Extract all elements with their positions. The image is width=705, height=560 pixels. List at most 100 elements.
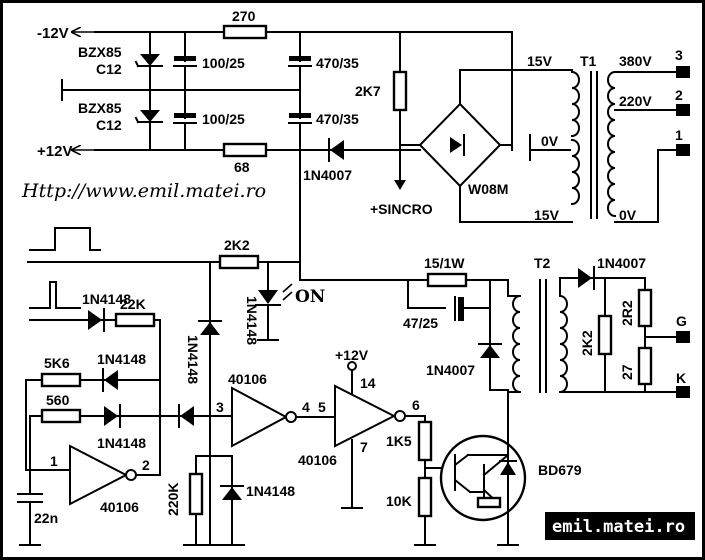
diode-1n4007-main <box>328 138 344 162</box>
resistor-270 <box>222 24 268 40</box>
cap-470-35-top <box>289 56 311 61</box>
resistor-68 <box>222 142 268 158</box>
zener-top <box>134 54 163 68</box>
sincro-label: +SINCRO <box>370 201 433 217</box>
diode-1n4148-b <box>104 404 121 428</box>
inverter-40106-2 <box>231 386 336 448</box>
resistor-22k <box>114 312 156 328</box>
diode-1n4148-series-label: 1N4148 <box>185 335 201 384</box>
power-supply-section: -12V +12V BZX85 C12 BZX85 C12 100/25 100… <box>37 8 690 281</box>
output-g-label: G <box>676 313 687 329</box>
resistor-27-label: 27 <box>619 364 635 380</box>
diode-1n4007-flyback <box>478 343 502 358</box>
resistor-22k-label: 22K <box>120 296 146 312</box>
resistor-1k5 <box>417 420 433 462</box>
t1-0v: 0V <box>619 207 637 223</box>
resistor-15-1w <box>426 272 468 288</box>
resistor-2k7 <box>392 70 408 112</box>
cap-470-35-bottom <box>289 113 311 118</box>
pin-2-label: 2 <box>675 87 683 103</box>
transformer-t2 <box>499 277 646 394</box>
diode-1n4148-a <box>102 368 118 392</box>
inverter-40106-1 <box>69 415 161 506</box>
resistor-27 <box>637 346 653 386</box>
diode-1n4007-out-label: 1N4007 <box>597 255 646 271</box>
t1-220v: 220V <box>619 93 652 109</box>
zener-bottom-type: BZX85 <box>78 100 122 116</box>
resistor-2k2-out-label: 2K2 <box>579 330 595 356</box>
cap-100-25-top <box>174 56 196 61</box>
cap-47-25-label: 47/25 <box>403 315 438 331</box>
resistor-5k6-label: 5K6 <box>44 355 70 371</box>
brand-badge <box>545 512 695 540</box>
pulse-waveform-narrow-icon <box>29 281 81 309</box>
t1-15v-top: 15V <box>527 53 553 69</box>
diode-1n4148-vertical <box>198 320 222 335</box>
diode-1n4148-vertical-label: 1N4148 <box>244 296 260 345</box>
t2-label: T2 <box>534 255 551 271</box>
transistor-bd679 <box>439 429 527 522</box>
website-url: Http://www.emil.matei.ro <box>21 180 266 202</box>
pulse-waveform-wide-icon <box>29 227 101 251</box>
inv3-pin6: 6 <box>412 397 420 413</box>
zener-top-type: BZX85 <box>78 44 122 60</box>
resistor-2r2-label: 2R2 <box>619 300 635 326</box>
inv3-label: 40106 <box>298 452 337 468</box>
resistor-5k6 <box>40 372 82 388</box>
cap-470-35-top-label: 470/35 <box>316 55 359 71</box>
resistor-2r2 <box>637 288 653 328</box>
t1-15v-bot: 15V <box>534 207 560 223</box>
zener-bottom-value: C12 <box>96 117 122 133</box>
resistor-220k-label: 220K <box>165 483 181 516</box>
resistor-10k <box>417 476 433 518</box>
diode-1n4148-gnd <box>220 485 244 500</box>
cap-100-25-bottom <box>174 113 196 118</box>
resistor-10k-label: 10K <box>386 493 412 509</box>
led-on-label: ON <box>295 287 325 307</box>
diode-1n4148-gnd-label: 1N4148 <box>246 483 295 499</box>
output-k-label: K <box>676 370 686 386</box>
resistor-2k2-led-label: 2K2 <box>224 237 250 253</box>
bridge-rectifier-w08m <box>399 69 561 223</box>
inverter-40106-3 <box>334 361 426 509</box>
inv3-pin5: 5 <box>318 399 326 415</box>
cap-100-25-top-label: 100/25 <box>202 55 245 71</box>
inv3-pin7: 7 <box>360 439 368 455</box>
diode-1n4148-b-label: 1N4148 <box>97 435 146 451</box>
t1-380v: 380V <box>619 53 652 69</box>
resistor-2k7-label: 2K7 <box>355 83 381 99</box>
output-section: 15/1W 47/25 1N4007 T2 <box>403 255 690 437</box>
transistor-bd679-label: BD679 <box>538 462 582 478</box>
zener-bottom <box>134 110 163 124</box>
control-section: 2K2 ON 1N4148 1N4148 22K 5 <box>17 227 582 546</box>
led-on <box>255 283 293 306</box>
resistor-2k2-led <box>218 254 260 270</box>
diode-1n4148-input <box>88 308 105 332</box>
diode-1n4148-series <box>178 404 194 428</box>
bridge-label: W08M <box>468 181 508 197</box>
t1-0v-mid: 0V <box>541 133 559 149</box>
resistor-68-label: 68 <box>234 159 250 175</box>
diode-1n4007-out <box>578 266 595 290</box>
resistor-2k2-out <box>597 314 613 356</box>
inv2-pin3: 3 <box>216 399 224 415</box>
inv1-label: 40106 <box>100 499 139 515</box>
inv1-pin2: 2 <box>142 457 150 473</box>
resistor-560-label: 560 <box>46 392 70 408</box>
cap-100-25-bottom-label: 100/25 <box>202 111 245 127</box>
cap-470-35-bottom-label: 470/35 <box>316 111 359 127</box>
resistor-560 <box>40 408 82 424</box>
diode-1n4148-input-label: 1N4148 <box>82 291 131 307</box>
brand-text: emil.matei.ro <box>552 517 685 537</box>
inv2-pin4: 4 <box>302 399 310 415</box>
resistor-1k5-label: 1K5 <box>386 433 412 449</box>
resistor-220k <box>188 472 204 516</box>
pin-1-label: 1 <box>675 127 683 143</box>
cap-22n-label: 22n <box>34 510 58 526</box>
pin-3-label: 3 <box>675 47 683 63</box>
rail-pos12v-label: +12V <box>37 143 72 160</box>
resistor-15-1w-label: 15/1W <box>424 255 465 271</box>
t1-label: T1 <box>580 53 597 69</box>
diode-1n4148-a-label: 1N4148 <box>97 351 146 367</box>
